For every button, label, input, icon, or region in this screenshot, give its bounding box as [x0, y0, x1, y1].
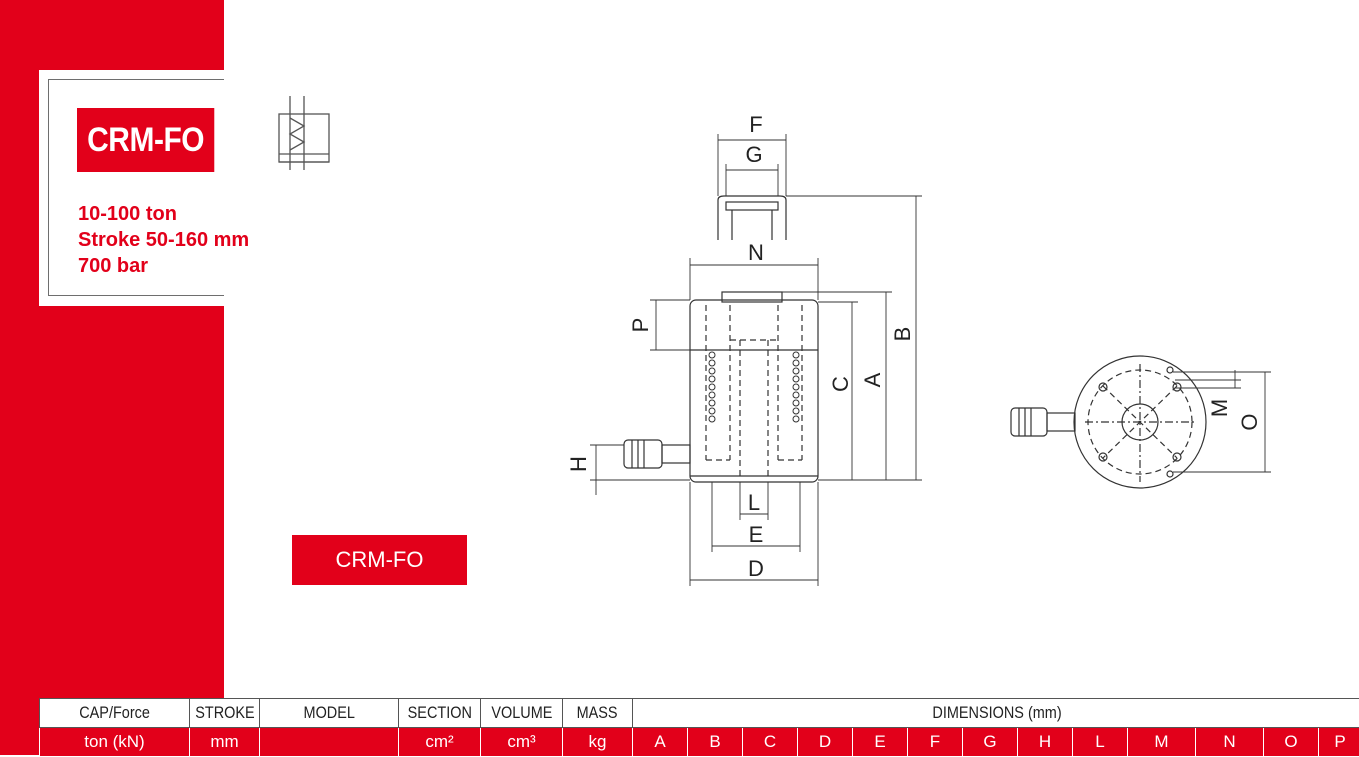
unit-cell: M: [1128, 728, 1196, 757]
dim-label-c: C: [828, 376, 853, 392]
cylinder-side-view-drawing: F G N P C A B H L E D: [540, 100, 940, 590]
header-section: SECTION: [399, 699, 481, 728]
table-units-row: ton (kN) mm cm² cm³ kg A B C D E F G H L…: [40, 728, 1359, 757]
spec-capacity: 10-100 ton: [78, 201, 249, 227]
spec-pressure: 700 bar: [78, 253, 249, 279]
unit-cell: C: [743, 728, 798, 757]
dim-label-b: B: [890, 327, 915, 342]
header-dimensions: DIMENSIONS (mm): [633, 699, 1359, 728]
dim-label-h: H: [566, 456, 591, 472]
unit-cell: L: [1073, 728, 1128, 757]
unit-cell: D: [798, 728, 853, 757]
specification-table: CAP/Force STROKE MODEL SECTION VOLUME MA…: [39, 698, 1359, 757]
dim-label-n: N: [748, 240, 764, 265]
dim-label-a: A: [860, 372, 885, 387]
header-cap-force: CAP/Force: [40, 699, 190, 728]
unit-cell: E: [853, 728, 908, 757]
unit-cell: kg: [563, 728, 633, 757]
table-header-row: CAP/Force STROKE MODEL SECTION VOLUME MA…: [40, 699, 1359, 728]
unit-cell: ton (kN): [40, 728, 190, 757]
dim-label-p: P: [628, 318, 653, 333]
unit-cell: N: [1196, 728, 1264, 757]
dim-label-m: M: [1207, 399, 1232, 417]
unit-cell: B: [688, 728, 743, 757]
unit-cell: mm: [190, 728, 260, 757]
dim-label-e: E: [749, 522, 764, 547]
unit-cell: A: [633, 728, 688, 757]
unit-cell: F: [908, 728, 963, 757]
single-acting-spring-return-icon: [274, 96, 334, 176]
dim-label-o: O: [1237, 413, 1262, 430]
model-badge: CRM-FO: [77, 108, 214, 172]
dim-label-f: F: [749, 112, 762, 137]
unit-cell: G: [963, 728, 1018, 757]
cylinder-top-view-drawing: M O: [995, 350, 1285, 490]
dim-label-d: D: [748, 556, 764, 581]
header-model: MODEL: [260, 699, 399, 728]
dim-label-l: L: [748, 490, 760, 515]
header-stroke: STROKE: [190, 699, 260, 728]
header-mass: MASS: [563, 699, 633, 728]
unit-cell: [260, 728, 399, 757]
unit-cell: cm²: [399, 728, 481, 757]
header-volume: VOLUME: [481, 699, 563, 728]
spec-stroke: Stroke 50-160 mm: [78, 227, 249, 253]
unit-cell: O: [1264, 728, 1319, 757]
spec-list: 10-100 ton Stroke 50-160 mm 700 bar: [78, 201, 249, 279]
unit-cell: P: [1319, 728, 1359, 757]
unit-cell: cm³: [481, 728, 563, 757]
unit-cell: H: [1018, 728, 1073, 757]
model-caption-button[interactable]: CRM-FO: [292, 535, 467, 585]
dim-label-g: G: [745, 142, 762, 167]
